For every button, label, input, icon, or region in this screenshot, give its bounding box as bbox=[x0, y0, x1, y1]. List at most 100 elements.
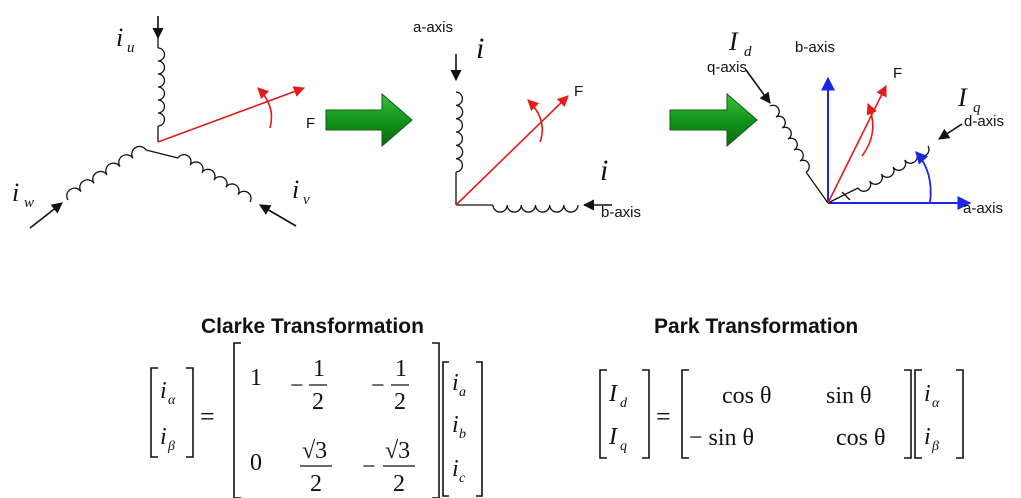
clarke-m23-sign: − bbox=[362, 454, 376, 480]
park-title: Park Transformation bbox=[654, 315, 858, 338]
rotation-arrow bbox=[527, 99, 544, 143]
park-m22: cos θ bbox=[836, 425, 886, 451]
park-m11: cos θ bbox=[722, 383, 772, 409]
junction bbox=[145, 149, 179, 159]
clarke-matrix-bracket-left bbox=[233, 342, 241, 498]
transform-arrow-1 bbox=[325, 92, 413, 148]
current-d-label: I bbox=[728, 27, 739, 56]
clarke-equals: = bbox=[200, 402, 215, 431]
q-axis-label: q-axis bbox=[707, 59, 747, 76]
current-q-sub: q bbox=[973, 100, 981, 116]
clarke-rhs-bracket-left bbox=[442, 361, 449, 497]
park-lhs-1-sub: d bbox=[620, 396, 628, 411]
clarke-rhs-3: i bbox=[452, 456, 459, 482]
current-q-arrow bbox=[938, 123, 963, 140]
clarke-m12-num: 1 bbox=[313, 356, 325, 382]
a-axis-label: a-axis bbox=[413, 19, 453, 36]
current-u-label: i bbox=[116, 23, 123, 52]
park-rhs-1: i bbox=[924, 381, 931, 407]
b-axis-label: b-axis bbox=[601, 204, 641, 221]
current-w-arrow bbox=[29, 202, 63, 229]
clarke-lhs-2: i bbox=[160, 424, 167, 450]
flux-vector bbox=[827, 84, 887, 204]
park-rhs-bracket-right bbox=[956, 369, 964, 459]
clarke-lhs-bracket-right bbox=[186, 367, 194, 458]
clarke-m13-num: 1 bbox=[395, 356, 407, 382]
park-rhs-2-sub: β bbox=[931, 439, 939, 454]
current-v-sub: v bbox=[303, 192, 310, 208]
clarke-m12-den: 2 bbox=[312, 389, 324, 415]
clarke-lhs-bracket-left bbox=[150, 367, 158, 458]
park-lhs-bracket-left bbox=[599, 369, 607, 459]
clarke-m13-sign: − bbox=[371, 373, 385, 399]
park-matrix-bracket-left bbox=[681, 369, 689, 459]
winding-q bbox=[769, 104, 810, 173]
park-lhs-2: I bbox=[608, 424, 618, 450]
park-m21: − sin θ bbox=[689, 425, 754, 451]
clarke-m23-den: 2 bbox=[393, 471, 405, 497]
current-a-label: i bbox=[476, 32, 484, 65]
park-lhs-bracket-right bbox=[642, 369, 650, 459]
winding-d bbox=[857, 145, 930, 192]
park-matrix-bracket-right bbox=[904, 369, 912, 459]
clarke-title: Clarke Transformation bbox=[201, 315, 424, 338]
clarke-lhs-1-sub: α bbox=[168, 393, 176, 408]
current-v-label: i bbox=[292, 175, 299, 204]
clarke-rhs-2: i bbox=[452, 412, 459, 438]
current-d-sub: d bbox=[744, 44, 752, 60]
current-q-label: I bbox=[957, 83, 968, 112]
current-d-arrow bbox=[745, 69, 771, 104]
clarke-m22-den: 2 bbox=[310, 471, 322, 497]
park-rhs-1-sub: α bbox=[932, 396, 940, 411]
clarke-matrix-bracket-right bbox=[432, 342, 440, 498]
clarke-transformation: Clarke Transformation i α i β = 1 − 1 2 … bbox=[150, 315, 483, 498]
rotation-arrow bbox=[861, 102, 878, 157]
a-axis-label: a-axis bbox=[963, 200, 1003, 217]
current-v-arrow bbox=[259, 204, 297, 227]
two-phase-diagram: a-axis i b-axis i F bbox=[413, 19, 641, 221]
winding-a bbox=[455, 91, 464, 173]
winding-b bbox=[492, 204, 579, 213]
clarke-m12-sign: − bbox=[290, 373, 304, 399]
stem-q bbox=[805, 171, 829, 204]
park-rhs-bracket-left bbox=[914, 369, 922, 459]
winding-w bbox=[66, 145, 147, 201]
stem-d-tick bbox=[841, 191, 851, 201]
flux-label: F bbox=[893, 65, 902, 82]
flux-label: F bbox=[574, 83, 583, 100]
park-m12: sin θ bbox=[826, 383, 872, 409]
stem-d bbox=[827, 187, 859, 204]
rotation-arrow bbox=[257, 87, 273, 129]
clarke-lhs-1: i bbox=[160, 378, 167, 404]
flux-label: F bbox=[306, 115, 315, 132]
flux-vector bbox=[455, 95, 569, 206]
clarke-m22-num: √3 bbox=[302, 438, 327, 464]
b-axis-label: b-axis bbox=[795, 39, 835, 56]
clarke-rhs-1: i bbox=[452, 370, 459, 396]
current-w-label: i bbox=[12, 178, 19, 207]
rotating-frame-diagram: b-axis a-axis I d q-axis I q d-axis F bbox=[707, 27, 1004, 217]
clarke-rhs-bracket-right bbox=[476, 361, 483, 497]
park-rhs-2: i bbox=[924, 424, 931, 450]
clarke-m21: 0 bbox=[250, 450, 262, 476]
clarke-rhs-3-sub: c bbox=[459, 471, 466, 486]
current-w-sub: w bbox=[24, 195, 34, 211]
winding-v bbox=[177, 154, 252, 203]
park-transformation: Park Transformation I d I q = cos θ sin … bbox=[599, 315, 964, 459]
theta-arc bbox=[915, 151, 932, 204]
transform-arrow-2 bbox=[669, 92, 758, 148]
park-lhs-1: I bbox=[608, 381, 618, 407]
clarke-rhs-1-sub: a bbox=[459, 385, 466, 400]
clarke-rhs-2-sub: b bbox=[459, 427, 466, 442]
d-axis-label: d-axis bbox=[964, 113, 1004, 130]
park-lhs-2-sub: q bbox=[620, 439, 627, 454]
park-equals: = bbox=[656, 402, 671, 431]
three-phase-diagram: i u i w i v F bbox=[12, 16, 315, 229]
current-u-sub: u bbox=[127, 40, 135, 56]
clarke-m23-num: √3 bbox=[385, 438, 410, 464]
clarke-m13-den: 2 bbox=[394, 389, 406, 415]
winding-u bbox=[157, 47, 166, 127]
current-b-label: i bbox=[600, 154, 608, 187]
